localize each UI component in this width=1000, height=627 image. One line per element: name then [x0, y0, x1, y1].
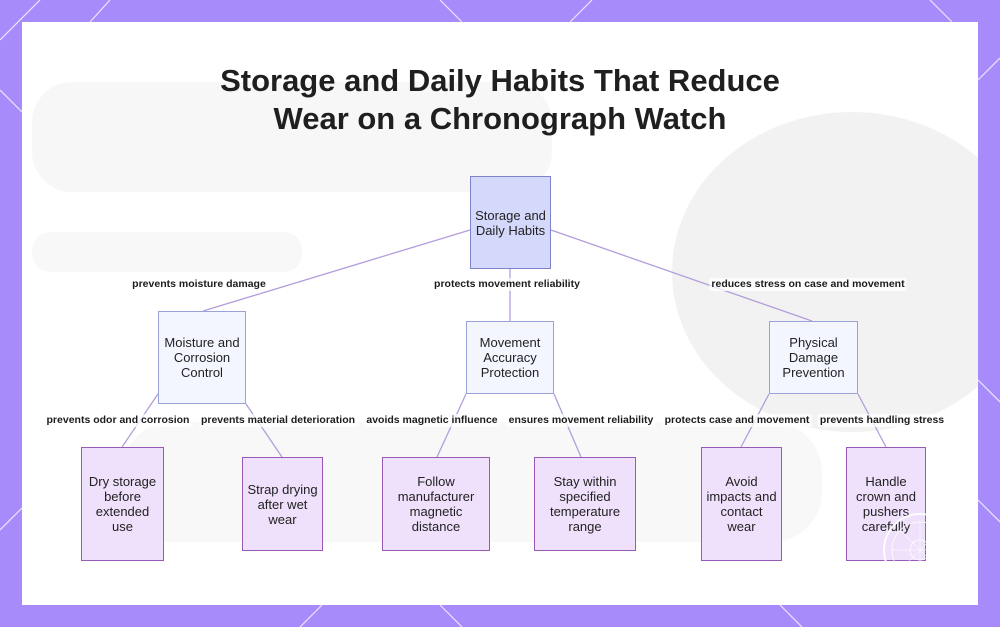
node-strap-drying-label: Strap drying after wet wear	[247, 481, 318, 527]
diagram-title: Storage and Daily Habits That Reduce Wea…	[0, 62, 1000, 138]
node-physical-label: Physical Damage Prevention	[782, 335, 845, 380]
node-dry-storage-label: Dry storage before extended use	[88, 474, 157, 534]
node-magnetic-label: Follow manufacturer magnetic distance	[397, 474, 475, 534]
edge-label-moisture-strap: prevents material deterioration	[198, 414, 358, 427]
edge-label-root-movement: protects movement reliability	[432, 278, 582, 291]
node-strap-drying[interactable]: Strap drying after wet wear	[242, 457, 323, 551]
node-temperature-label: Stay within specified temperature range	[549, 474, 621, 534]
node-crown[interactable]: Handle crown and pushers carefully	[846, 447, 926, 561]
node-magnetic[interactable]: Follow manufacturer magnetic distance	[382, 457, 490, 551]
node-impacts-label: Avoid impacts and contact wear	[706, 474, 777, 534]
node-root-label: Storage and Daily Habits	[475, 207, 546, 238]
node-moisture[interactable]: Moisture and Corrosion Control	[158, 311, 246, 404]
edge-moisture-strap	[245, 403, 283, 458]
node-moisture-label: Moisture and Corrosion Control	[164, 335, 240, 380]
edge-root-physical	[550, 229, 813, 322]
edge-label-movement-temperature: ensures movement reliability	[506, 414, 656, 427]
edge-root-moisture	[202, 229, 471, 312]
edge-label-physical-crown: prevents handling stress	[817, 414, 947, 427]
node-dry-storage[interactable]: Dry storage before extended use	[81, 447, 164, 561]
node-physical[interactable]: Physical Damage Prevention	[769, 321, 858, 394]
node-temperature[interactable]: Stay within specified temperature range	[534, 457, 636, 551]
edge-label-physical-impacts: protects case and movement	[662, 414, 812, 427]
node-root[interactable]: Storage and Daily Habits	[470, 176, 551, 269]
node-movement[interactable]: Movement Accuracy Protection	[466, 321, 554, 394]
node-crown-label: Handle crown and pushers carefully	[856, 474, 916, 534]
title-line-1: Storage and Daily Habits That Reduce	[220, 63, 780, 98]
node-impacts[interactable]: Avoid impacts and contact wear	[701, 447, 782, 561]
edge-label-moisture-dry: prevents odor and corrosion	[44, 414, 192, 427]
node-movement-label: Movement Accuracy Protection	[479, 335, 541, 380]
title-line-2: Wear on a Chronograph Watch	[273, 101, 727, 136]
edge-label-movement-magnetic: avoids magnetic influence	[364, 414, 500, 427]
edge-label-root-moisture: prevents moisture damage	[130, 278, 268, 291]
edge-label-root-physical: reduces stress on case and movement	[709, 278, 907, 291]
seal-logo	[883, 513, 957, 587]
